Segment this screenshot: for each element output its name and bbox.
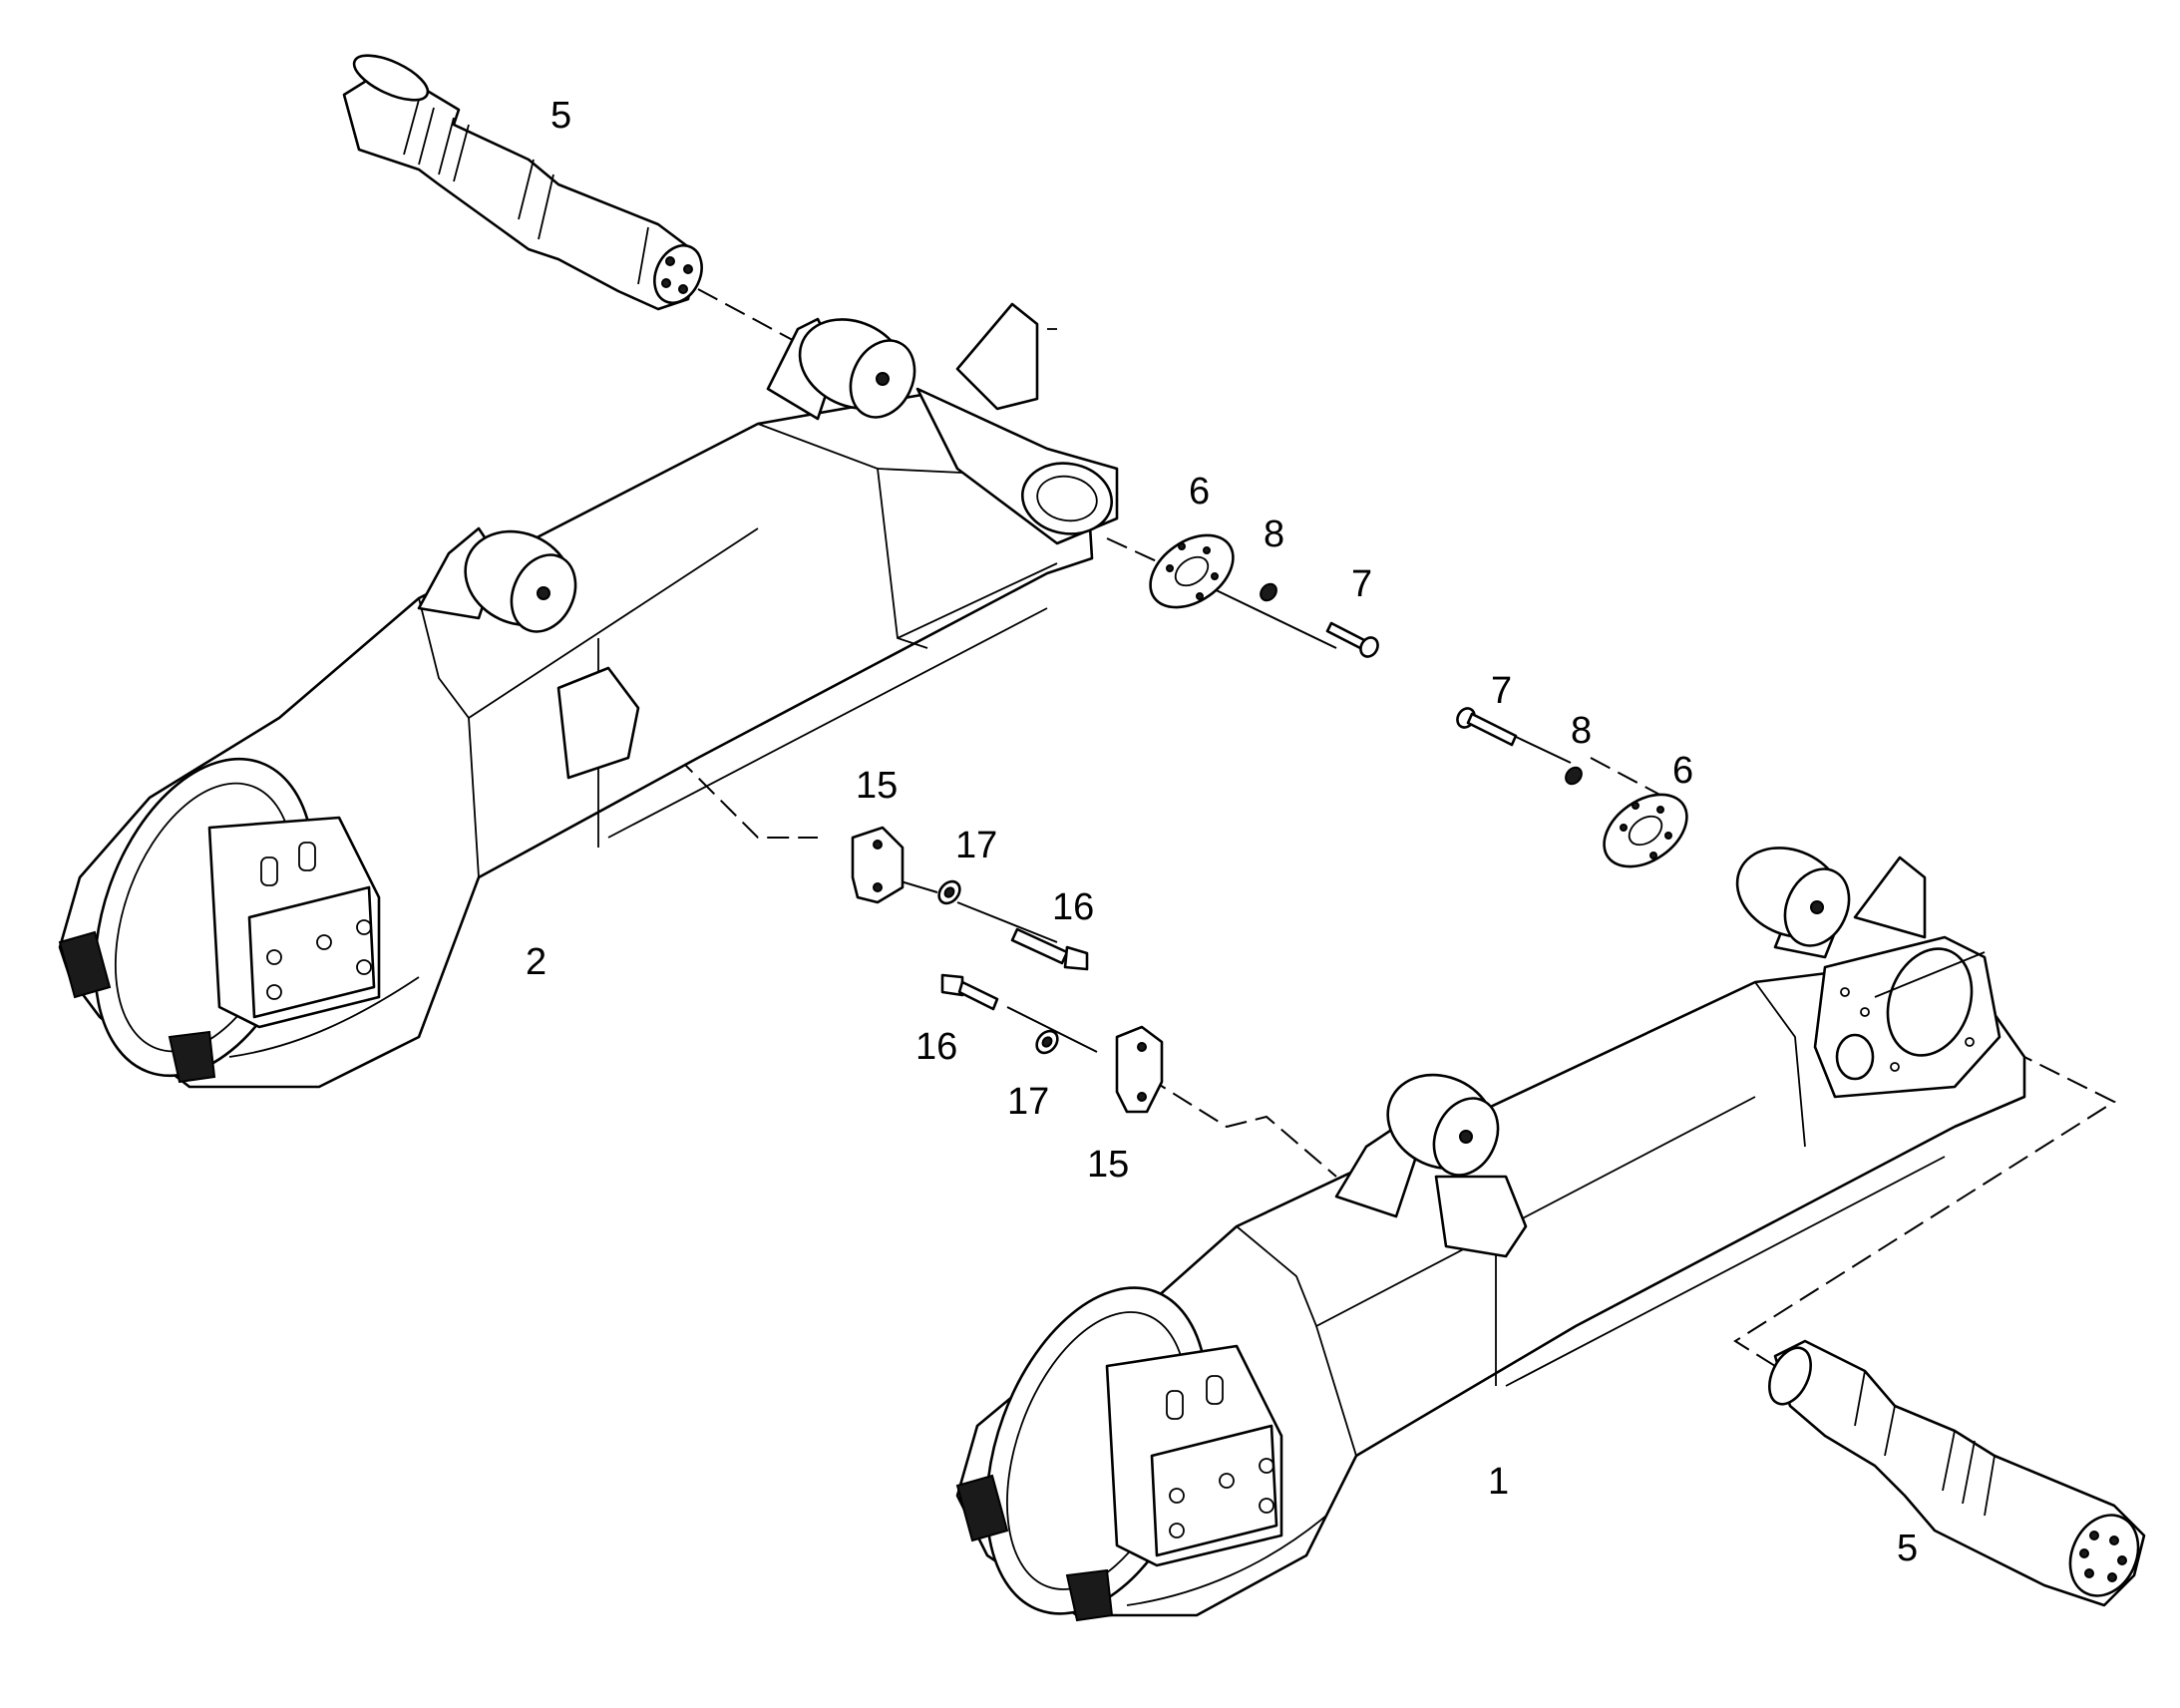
- callout-washer-plate-lower: 6: [1672, 750, 1693, 792]
- callout-bolt-upper: 7: [1351, 563, 1372, 605]
- spacer-lower: [1565, 766, 1583, 786]
- track-frame-right: [955, 847, 2026, 1622]
- callout-frame-left: 2: [526, 941, 546, 983]
- callout-labels: 5 6 8 7 7 8 6 15 17 16 2 16 17 15 1 5: [526, 95, 1918, 1569]
- bolt-upper: [1325, 621, 1379, 658]
- callout-screw-lower: 16: [915, 1026, 957, 1068]
- lockwasher-upper: [937, 879, 961, 905]
- track-frame-left: [58, 302, 1119, 1089]
- bolt-lower: [1456, 707, 1518, 747]
- clamp-upper: [851, 826, 905, 904]
- washer-plate-lower: [1603, 793, 1688, 868]
- screw-upper: [1010, 927, 1089, 971]
- clamp-lower: [1115, 1025, 1164, 1114]
- screw-lower: [940, 973, 999, 1011]
- callout-screw-upper: 16: [1052, 886, 1094, 928]
- spacer-upper: [1260, 582, 1277, 602]
- washer-plate-upper: [1149, 533, 1235, 609]
- axle-shaft-top: [342, 54, 703, 311]
- axle-shaft-bottom: [1768, 1339, 2146, 1607]
- callout-axle-top: 5: [550, 95, 571, 137]
- callout-spacer-upper: 8: [1264, 513, 1284, 555]
- callout-bolt-lower: 7: [1491, 670, 1512, 712]
- callout-clamp-lower: 15: [1087, 1144, 1129, 1186]
- callout-frame-right: 1: [1488, 1461, 1509, 1503]
- callout-axle-bottom: 5: [1897, 1528, 1918, 1569]
- callout-spacer-lower: 8: [1571, 710, 1592, 752]
- lockwasher-lower: [1035, 1029, 1059, 1055]
- callout-clamp-upper: 15: [856, 765, 898, 807]
- callout-washer-plate-upper: 6: [1189, 471, 1210, 512]
- callout-lockwasher-upper: 17: [955, 825, 997, 866]
- callout-lockwasher-lower: 17: [1007, 1081, 1049, 1123]
